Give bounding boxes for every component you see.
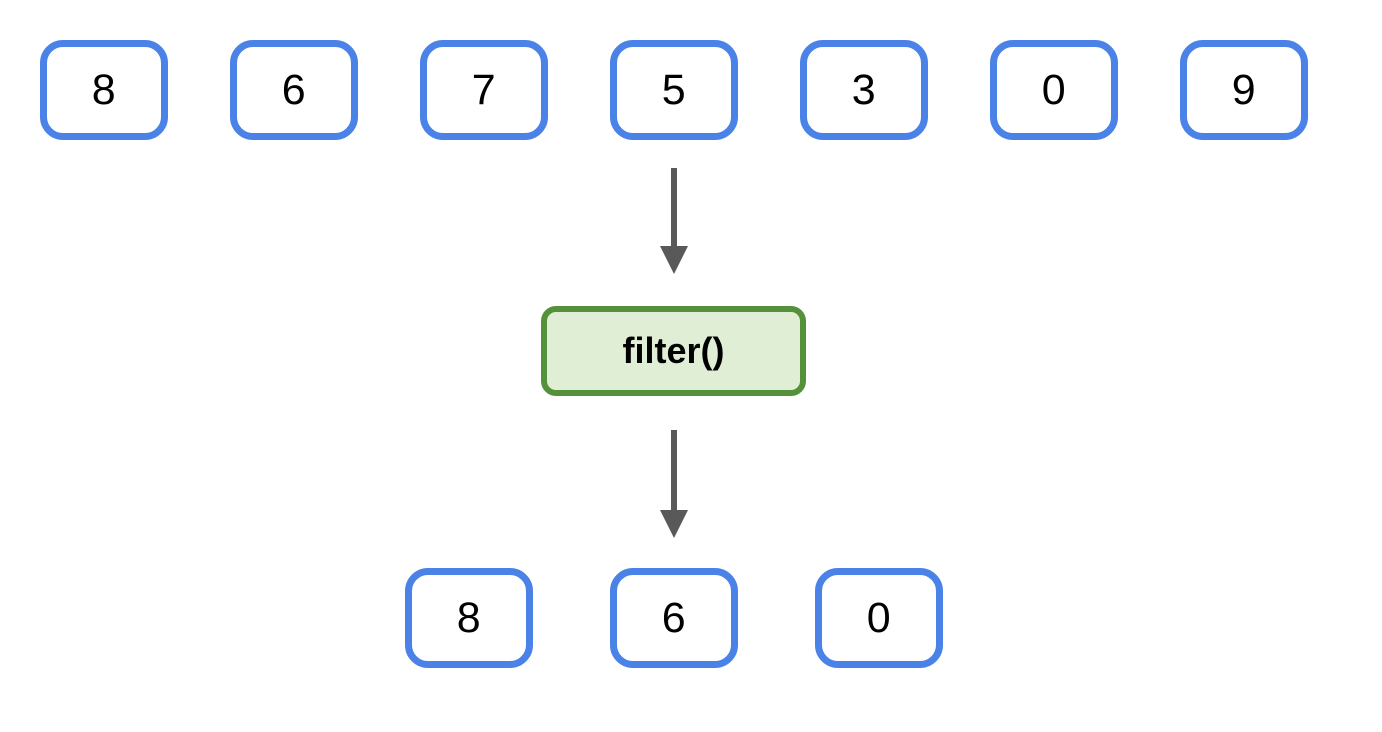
- output-box-0[interactable]: 8: [405, 568, 533, 668]
- input-box-2[interactable]: 7: [420, 40, 548, 140]
- input-box-3[interactable]: 5: [610, 40, 738, 140]
- input-box-6[interactable]: 9: [1180, 40, 1308, 140]
- output-box-1[interactable]: 6: [610, 568, 738, 668]
- input-box-value: 8: [91, 65, 117, 114]
- output-box-value: 8: [456, 593, 482, 642]
- filter-operation-box[interactable]: filter(): [541, 306, 806, 396]
- input-box-5[interactable]: 0: [990, 40, 1118, 140]
- input-box-value: 5: [661, 65, 687, 114]
- arrow-input-to-filter-icon: [656, 166, 692, 278]
- input-box-4[interactable]: 3: [800, 40, 928, 140]
- output-box-value: 0: [866, 593, 892, 642]
- input-box-value: 6: [281, 65, 307, 114]
- input-box-value: 7: [471, 65, 497, 114]
- input-box-value: 0: [1041, 65, 1067, 114]
- input-box-1[interactable]: 6: [230, 40, 358, 140]
- arrow-filter-to-output-icon: [656, 428, 692, 543]
- input-box-value: 3: [851, 65, 877, 114]
- output-box-2[interactable]: 0: [815, 568, 943, 668]
- input-box-value: 9: [1231, 65, 1257, 114]
- output-box-value: 6: [661, 593, 687, 642]
- filter-operation-label: filter(): [622, 330, 725, 371]
- input-box-0[interactable]: 8: [40, 40, 168, 140]
